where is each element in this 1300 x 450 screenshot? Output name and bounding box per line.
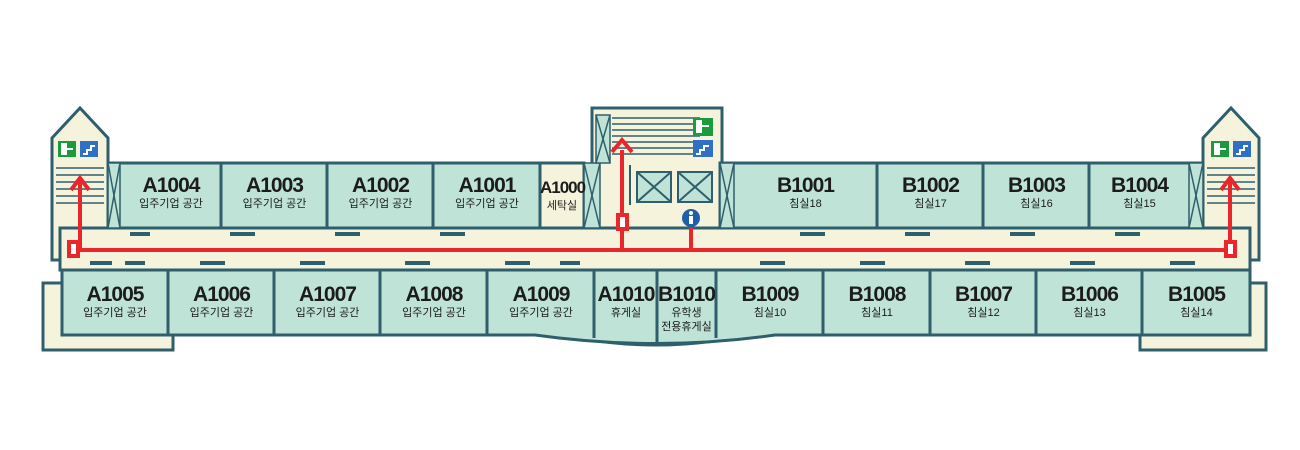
room-id: B1009 (741, 283, 800, 306)
room-sub: 세탁실 (546, 200, 578, 212)
room-a1007: A1007 입주기업 공간 (275, 284, 380, 320)
room-sub: 입주기업 공간 (402, 307, 466, 319)
room-a1001: A1001 입주기업 공간 (434, 175, 540, 211)
room-sub: 침실15 (1123, 198, 1156, 210)
door-marks (90, 232, 1195, 265)
room-id: B1006 (1061, 283, 1119, 306)
room-b1009: B1009 침실10 (717, 284, 823, 320)
room-id: A1007 (299, 283, 357, 306)
room-sub: 입주기업 공간 (242, 198, 307, 210)
evacuation-route (78, 150, 1232, 252)
shafts (107, 114, 1204, 229)
bottom-rooms (60, 268, 1252, 345)
room-sub: 입주기업 공간 (189, 307, 254, 319)
room-sub: 휴게실 (610, 307, 642, 319)
room-id: B1005 (1168, 283, 1226, 306)
room-b1010: B1010 유학생 전용휴게실 (657, 284, 716, 334)
room-a1004: A1004 입주기업 공간 (121, 175, 221, 211)
room-b1001: B1001 침실18 (734, 175, 877, 211)
room-sub: 침실14 (1180, 307, 1213, 319)
room-a1002: A1002 입주기업 공간 (328, 175, 433, 211)
room-sub: 입주기업 공간 (348, 198, 413, 210)
stairs-icon (80, 140, 1251, 157)
room-a1005: A1005 입주기업 공간 (62, 284, 168, 320)
room-b1003: B1003 침실16 (984, 175, 1089, 211)
room-id: A1008 (405, 283, 464, 306)
room-sub: 입주기업 공간 (83, 307, 147, 319)
room-a1010: A1010 휴게실 (595, 284, 657, 320)
room-id: A1009 (512, 283, 571, 306)
room-id: A1002 (352, 174, 410, 197)
room-id: A1001 (458, 174, 517, 197)
room-id: A1010 (597, 283, 656, 306)
room-id: A1000 (540, 178, 586, 197)
room-sub: 입주기업 공간 (295, 307, 360, 319)
room-id: B1003 (1008, 174, 1066, 197)
room-id: B1001 (777, 174, 835, 197)
room-sub: 침실10 (753, 307, 787, 319)
room-id: A1005 (86, 283, 145, 306)
room-sub: 침실11 (861, 307, 893, 319)
room-a1000: A1000 세탁실 (540, 177, 586, 213)
fire-extinguisher-icon (67, 213, 1237, 258)
room-sub-2: 전용휴게실 (661, 321, 712, 333)
room-id: B1010 (658, 283, 716, 306)
room-id: A1004 (142, 174, 201, 197)
room-sub: 입주기업 공간 (455, 198, 519, 210)
room-id: B1002 (902, 174, 960, 197)
room-b1005: B1005 침실14 (1143, 284, 1250, 320)
room-sub: 침실16 (1020, 198, 1053, 210)
room-a1009: A1009 입주기업 공간 (488, 284, 594, 320)
room-a1008: A1008 입주기업 공간 (381, 284, 487, 320)
room-a1003: A1003 입주기업 공간 (222, 175, 327, 211)
room-id: B1008 (848, 283, 907, 306)
emergency-exit-icon (58, 118, 1229, 157)
evacuation-arrow-icon (69, 136, 1241, 192)
room-b1006: B1006 침실13 (1037, 284, 1142, 320)
room-sub: 침실12 (967, 307, 1000, 319)
room-sub: 유학생 (671, 307, 702, 319)
room-sub: 입주기업 공간 (139, 198, 203, 210)
toilet-icon (682, 209, 700, 250)
room-a1006: A1006 입주기업 공간 (169, 284, 274, 320)
room-id: B1007 (955, 283, 1013, 306)
room-b1007: B1007 침실12 (931, 284, 1036, 320)
room-id: B1004 (1111, 174, 1169, 197)
room-sub: 침실13 (1073, 307, 1106, 319)
top-rooms (106, 161, 1205, 230)
room-b1004: B1004 침실15 (1090, 175, 1189, 211)
room-sub: 침실17 (914, 198, 947, 210)
elevator-icon (629, 165, 713, 205)
room-id: A1006 (193, 283, 251, 306)
room-b1008: B1008 침실11 (824, 284, 930, 320)
room-sub: 입주기업 공간 (509, 307, 573, 319)
room-sub: 침실18 (789, 198, 822, 210)
room-b1002: B1002 침실17 (878, 175, 983, 211)
room-id: A1003 (246, 174, 304, 197)
